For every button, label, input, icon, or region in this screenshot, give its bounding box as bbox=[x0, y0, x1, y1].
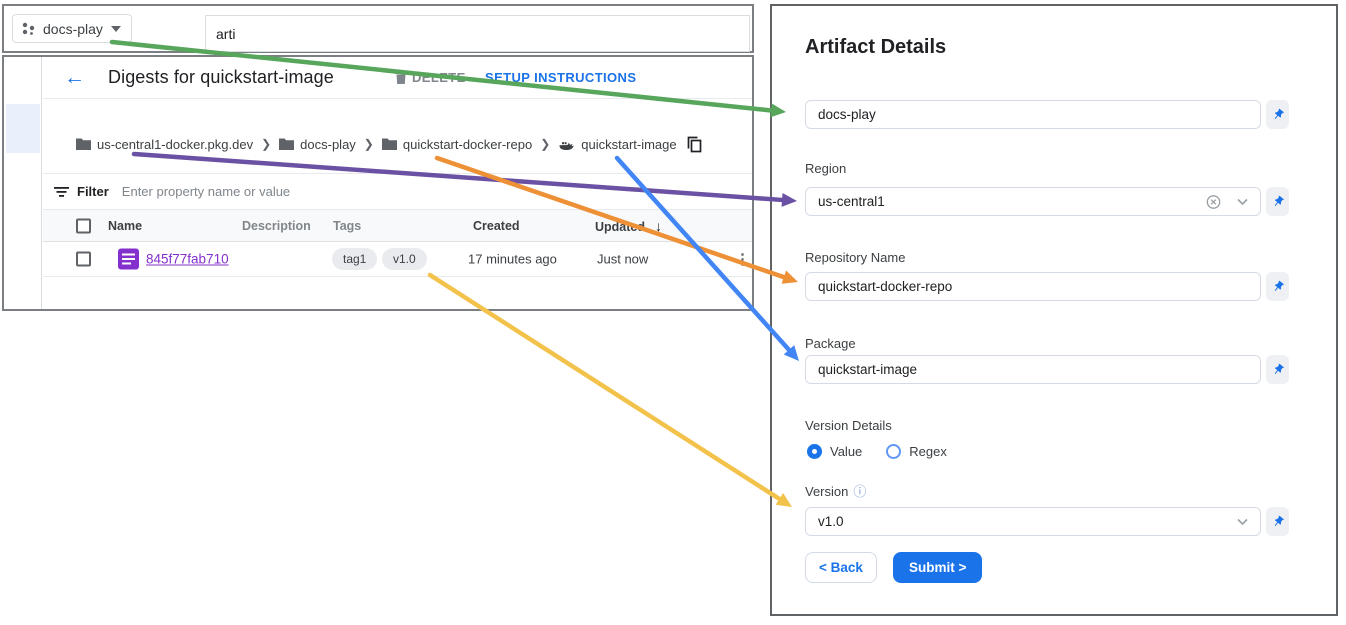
region-input[interactable] bbox=[805, 187, 1261, 216]
repository-field-row bbox=[805, 272, 1289, 301]
package-field-row bbox=[805, 355, 1289, 384]
back-arrow-icon[interactable]: ← bbox=[64, 66, 85, 89]
col-header-updated[interactable]: Updated↓ bbox=[595, 217, 662, 234]
artifact-details-panel: Artifact Details Region bbox=[770, 4, 1338, 616]
chevron-down-icon bbox=[110, 25, 121, 32]
radio-regex-label: Regex bbox=[909, 444, 947, 459]
folder-icon bbox=[381, 138, 397, 150]
project-selector[interactable]: docs-play bbox=[12, 14, 132, 43]
filter-label: Filter bbox=[77, 184, 109, 199]
nav-selected-highlight bbox=[6, 104, 40, 153]
trash-icon bbox=[395, 70, 407, 84]
pin-icon bbox=[1274, 280, 1284, 291]
version-tag-chip[interactable]: v1.0 bbox=[382, 248, 427, 270]
chevron-down-icon[interactable] bbox=[1237, 198, 1248, 205]
submit-button[interactable]: Submit > bbox=[893, 552, 983, 583]
filter-icon bbox=[54, 186, 69, 197]
search-input[interactable] bbox=[205, 15, 750, 52]
pin-button[interactable] bbox=[1266, 355, 1289, 384]
page-header: ← Digests for quickstart-image DELETE SE… bbox=[43, 57, 752, 99]
region-field-row bbox=[805, 187, 1289, 216]
project-selector-label: docs-play bbox=[43, 20, 103, 37]
version-input[interactable] bbox=[805, 507, 1261, 536]
project-field-row bbox=[805, 100, 1289, 129]
nav-sidebar-sliver bbox=[4, 57, 42, 309]
col-header-tags[interactable]: Tags bbox=[333, 218, 362, 233]
pin-button[interactable] bbox=[1266, 272, 1289, 301]
col-header-created[interactable]: Created bbox=[473, 218, 520, 233]
breadcrumb-item-project[interactable]: docs-play bbox=[279, 137, 356, 152]
digest-link[interactable]: 845f77fab710 bbox=[146, 251, 229, 267]
folder-icon bbox=[76, 138, 91, 150]
setup-instructions-link[interactable]: SETUP INSTRUCTIONS bbox=[485, 70, 637, 85]
pin-button[interactable] bbox=[1266, 187, 1289, 216]
region-label: Region bbox=[805, 161, 847, 176]
created-cell: 17 minutes ago bbox=[468, 251, 557, 267]
console-content: ← Digests for quickstart-image DELETE SE… bbox=[43, 57, 752, 309]
table-header-row: Name Description Tags Created Updated↓ bbox=[43, 210, 752, 242]
repository-label: Repository Name bbox=[805, 250, 906, 265]
breadcrumb-separator: ❯ bbox=[363, 137, 374, 151]
delete-button[interactable]: DELETE bbox=[395, 70, 466, 85]
package-input[interactable] bbox=[805, 355, 1261, 384]
version-details-label: Version Details bbox=[805, 418, 892, 433]
breadcrumb-separator: ❯ bbox=[261, 137, 272, 151]
pin-button[interactable] bbox=[1266, 507, 1289, 536]
row-overflow-menu-icon[interactable]: ⋮ bbox=[735, 251, 750, 268]
console-main-panel: ← Digests for quickstart-image DELETE SE… bbox=[2, 55, 754, 311]
repository-input[interactable] bbox=[805, 272, 1261, 301]
breadcrumb: us-central1-docker.pkg.dev ❯ docs-play ❯… bbox=[43, 99, 752, 174]
page-title: Digests for quickstart-image bbox=[108, 67, 334, 87]
breadcrumb-item-repository[interactable]: quickstart-docker-repo bbox=[381, 137, 532, 152]
breadcrumb-separator: ❯ bbox=[540, 137, 551, 151]
radio-value-label: Value bbox=[830, 444, 863, 459]
breadcrumb-item-image[interactable]: quickstart-image bbox=[558, 137, 677, 152]
pin-icon bbox=[1274, 108, 1284, 119]
folder-icon bbox=[279, 138, 295, 150]
sort-desc-icon: ↓ bbox=[655, 217, 662, 234]
project-input[interactable] bbox=[805, 100, 1261, 129]
radio-regex[interactable] bbox=[886, 444, 902, 459]
chevron-down-icon[interactable] bbox=[1237, 518, 1248, 525]
console-top-bar: docs-play bbox=[2, 4, 754, 53]
docker-whale-icon bbox=[559, 141, 574, 150]
digest-icon bbox=[118, 248, 139, 270]
pin-icon bbox=[1274, 515, 1284, 526]
table-row[interactable]: 845f77fab710 tag1 v1.0 17 minutes ago Ju… bbox=[43, 242, 752, 277]
filter-bar[interactable]: Filter Enter property name or value bbox=[43, 174, 752, 210]
pin-icon bbox=[1274, 195, 1284, 206]
row-checkbox[interactable] bbox=[76, 251, 91, 267]
col-header-name[interactable]: Name bbox=[108, 218, 143, 233]
copy-icon[interactable] bbox=[686, 136, 702, 153]
clear-icon[interactable] bbox=[1206, 194, 1221, 209]
delete-button-label: DELETE bbox=[412, 70, 466, 85]
version-field-row bbox=[805, 507, 1289, 536]
version-details-radio-group: Value Regex bbox=[807, 444, 947, 459]
pin-icon bbox=[1274, 363, 1284, 374]
breadcrumb-item-registry[interactable]: us-central1-docker.pkg.dev bbox=[76, 137, 253, 152]
updated-cell: Just now bbox=[597, 251, 649, 267]
back-button[interactable]: < Back bbox=[805, 552, 877, 583]
panel-title: Artifact Details bbox=[805, 36, 947, 58]
tag-chip[interactable]: tag1 bbox=[332, 248, 378, 270]
radio-value-selected[interactable] bbox=[807, 444, 822, 459]
project-icon bbox=[22, 22, 35, 35]
col-header-description[interactable]: Description bbox=[242, 218, 311, 233]
select-all-checkbox[interactable] bbox=[76, 218, 91, 233]
package-label: Package bbox=[805, 336, 856, 351]
filter-placeholder: Enter property name or value bbox=[121, 184, 291, 199]
info-icon[interactable]: ⓘ bbox=[853, 484, 867, 499]
pin-button[interactable] bbox=[1266, 100, 1289, 129]
